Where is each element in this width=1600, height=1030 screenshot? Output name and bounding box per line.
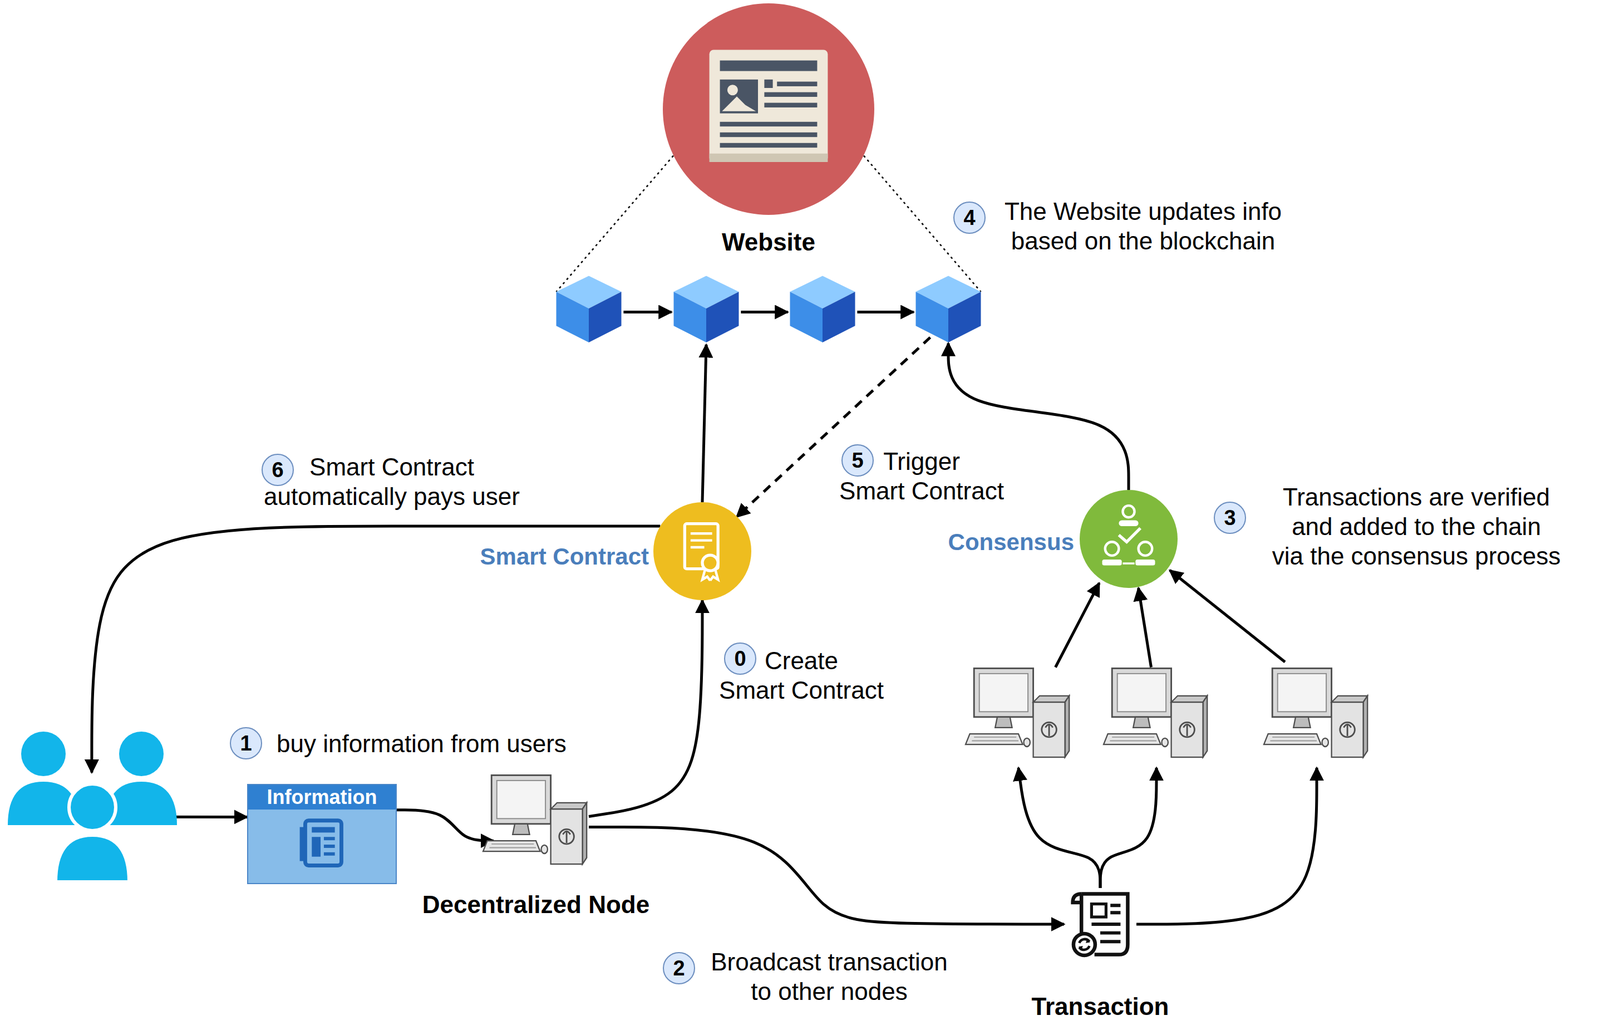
callout-number: 3 xyxy=(1213,501,1247,534)
block-cube xyxy=(670,272,743,345)
document-glyph xyxy=(248,808,396,883)
flow-arrow xyxy=(1055,582,1100,667)
callout-number: 4 xyxy=(953,201,986,234)
callout-number: 0 xyxy=(724,642,757,675)
transaction-icon-graphic xyxy=(1064,887,1137,960)
flow-arrow xyxy=(588,826,1065,924)
users-icon-graphic xyxy=(3,724,182,884)
flow-arrow xyxy=(1100,767,1157,888)
smart-contract-circle-graphic xyxy=(653,501,752,600)
node-label: Smart Contract xyxy=(480,542,649,571)
block-cube-graphic xyxy=(670,272,743,345)
computer-node-graphic xyxy=(1103,661,1210,768)
flow-arrow xyxy=(588,599,703,817)
flow-arrow xyxy=(1169,569,1286,662)
callout-number: 1 xyxy=(229,726,263,760)
computer-node xyxy=(1103,661,1210,768)
users-icon xyxy=(3,724,182,884)
callout-number: 6 xyxy=(261,453,294,486)
decentralized-node: Decentralized Node xyxy=(483,768,589,875)
step-note: Smart Contract automatically pays user xyxy=(263,452,520,512)
consensus-circle-graphic xyxy=(1079,489,1178,588)
flow-arrow xyxy=(396,809,494,841)
flow-arrow xyxy=(1136,767,1317,924)
flow-arrow xyxy=(91,525,661,772)
callout-number: 2 xyxy=(662,951,696,984)
node-label: Decentralized Node xyxy=(422,889,650,920)
flow-arrow xyxy=(1018,767,1101,888)
computer-node xyxy=(965,661,1072,768)
flow-arrow xyxy=(702,344,707,502)
smart-contract-circle: Smart Contract xyxy=(653,501,752,600)
block-cube-graphic xyxy=(786,272,859,345)
flow-arrow xyxy=(1138,587,1152,668)
flow-arrow xyxy=(623,310,672,314)
callout-number: 5 xyxy=(841,444,874,477)
computer-node-graphic xyxy=(1263,661,1370,768)
box-header: Information xyxy=(248,784,396,810)
node-label: Consensus xyxy=(948,528,1075,556)
flow-arrow xyxy=(740,310,788,314)
block-cube xyxy=(912,272,985,345)
node-label: Website xyxy=(721,227,816,258)
block-cube xyxy=(786,272,859,345)
node-label: Transaction xyxy=(1031,991,1170,1022)
computer-node-graphic xyxy=(965,661,1072,768)
block-cube-graphic xyxy=(912,272,985,345)
decentralized-node-graphic xyxy=(483,768,589,875)
step-note: The Website updates info based on the bl… xyxy=(1004,197,1282,256)
step-note: buy information from users xyxy=(276,729,567,759)
flow-arrow xyxy=(948,342,1129,490)
step-note: Create Smart Contract xyxy=(719,646,884,706)
computer-node xyxy=(1263,661,1370,768)
information-box: Information xyxy=(247,783,397,884)
block-cube xyxy=(552,272,625,345)
consensus-circle: Consensus xyxy=(1079,489,1178,588)
block-cube-graphic xyxy=(552,272,625,345)
step-note: Broadcast transaction to other nodes xyxy=(710,947,948,1007)
step-note: Trigger Smart Contract xyxy=(839,446,1004,506)
transaction-icon: Transaction xyxy=(1064,887,1137,960)
website-circle-graphic xyxy=(662,3,875,215)
flow-arrow xyxy=(857,310,914,314)
dotted-leader xyxy=(556,155,674,292)
website-circle: Website xyxy=(662,3,875,215)
step-note: Transactions are verified and added to t… xyxy=(1272,482,1562,571)
